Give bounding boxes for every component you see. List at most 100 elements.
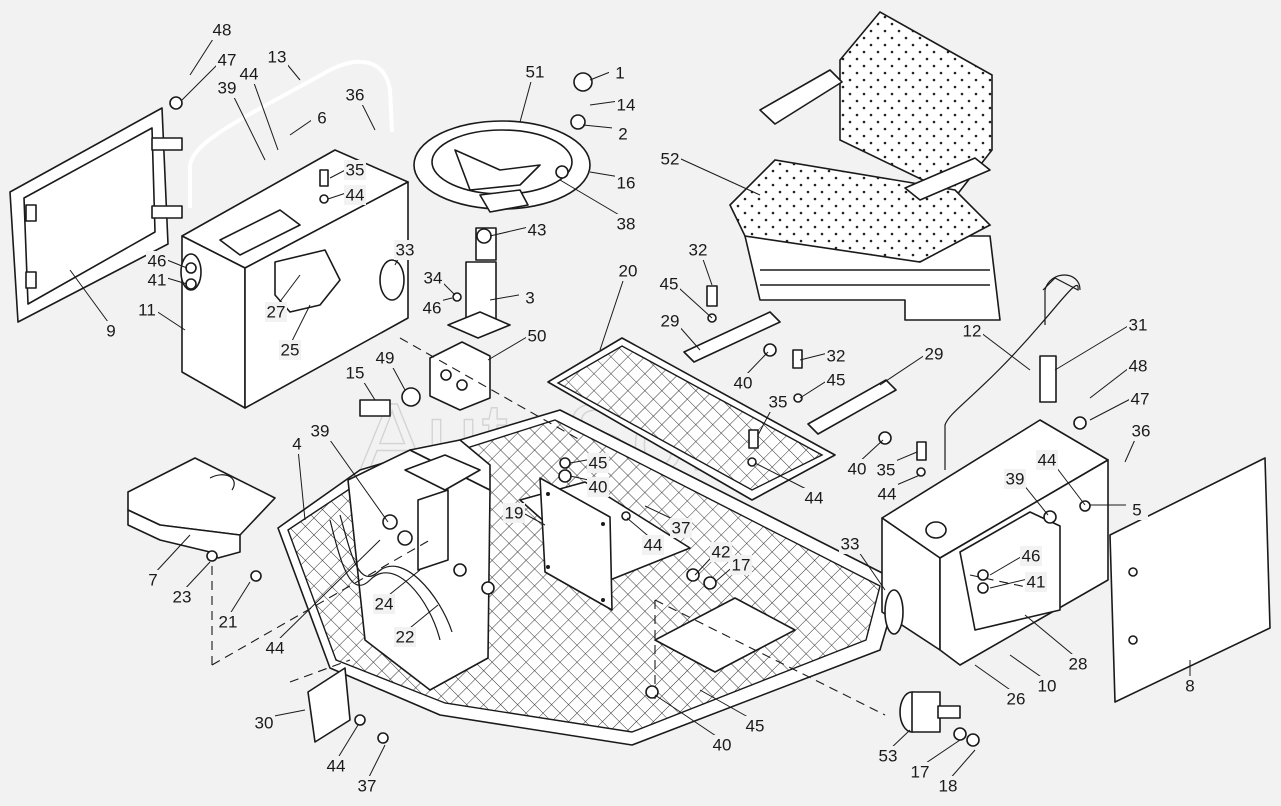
callout-screw-38: 38: [617, 215, 636, 234]
callout-bolt-32a: 32: [689, 241, 708, 260]
right-door: [1109, 457, 1271, 703]
callout-pin-48b: 48: [1129, 357, 1148, 376]
assembly-line: [654, 599, 886, 716]
callout-nut-39a: 39: [218, 79, 237, 98]
bracket-29b: [807, 379, 897, 435]
leader-line-screw-38: [559, 179, 627, 220]
leader-line-post-31: [1054, 319, 1139, 371]
assembly-line: [969, 574, 1041, 591]
callout-nut-40c: 40: [848, 460, 867, 479]
callout-washer-46a: 46: [148, 252, 167, 271]
mat-20: [547, 337, 836, 501]
callout-bg-nut-40b: [732, 373, 754, 393]
callout-bg-plate-25: [279, 340, 301, 360]
callout-bg-lever-base: [612, 124, 634, 144]
callout-bg-bolt-35a: [344, 160, 366, 180]
left-box: [180, 149, 409, 409]
callout-bg-washer-44d: [264, 638, 286, 658]
leader-line-plate-25: [289, 304, 311, 346]
callout-bg-plate-28: [1067, 654, 1089, 674]
callout-washer-41a: 41: [148, 271, 167, 290]
callout-washer-44a: 44: [240, 65, 259, 84]
callout-bg-nut-43: [526, 220, 548, 240]
callout-post-31: 31: [1129, 316, 1148, 335]
callout-left-door: 9: [106, 322, 115, 341]
hose-24: [329, 519, 441, 641]
callout-bg-nut-18: [937, 776, 959, 796]
callout-nut-18: 18: [939, 777, 958, 796]
callout-mat-20: 20: [619, 262, 638, 281]
callout-bg-washer-45b: [825, 370, 847, 390]
callout-o-ring-49: 49: [376, 349, 395, 368]
callout-bolt-33b: 33: [841, 535, 860, 554]
callout-washer-44e: 44: [805, 489, 824, 508]
callout-bg-washer-44g: [1036, 450, 1058, 470]
callout-bg-left-box: [136, 300, 158, 320]
fitting-15: [359, 387, 421, 417]
callout-bg-steering-wheel: [524, 62, 546, 82]
callout-washer-47a: 47: [218, 51, 237, 70]
leader-line-washer-44h: [335, 724, 359, 762]
callout-left-cover: 7: [148, 571, 157, 590]
callout-hose-22: 22: [396, 628, 415, 647]
callout-bg-nut-42: [710, 542, 732, 562]
right-handrail: [944, 277, 1079, 470]
callout-washer-45a: 45: [660, 275, 679, 294]
callout-washer-45b: 45: [827, 371, 846, 390]
callout-washer-45d: 45: [746, 717, 765, 736]
callout-bg-nut-39a: [216, 78, 238, 98]
callout-bolt-37a: 37: [672, 519, 691, 538]
steering-wheel: [413, 120, 591, 213]
callout-bg-o-ring-49: [374, 348, 396, 368]
callout-right-box: 10: [1038, 677, 1057, 696]
callout-bg-hose-24: [373, 594, 395, 614]
callout-bg-washer-45d: [744, 716, 766, 736]
callout-bg-nut-40c: [846, 459, 868, 479]
callout-panel-19: 19: [505, 504, 524, 523]
callout-bg-washer-41a: [146, 270, 168, 290]
center-console: [347, 439, 491, 691]
callout-damper-53: 53: [879, 747, 898, 766]
callout-washer-44b: 44: [346, 186, 365, 205]
callout-bg-washer-45c: [587, 453, 609, 473]
callout-bg-steering-column: [519, 288, 541, 308]
callout-bg-washer-44b: [344, 185, 366, 205]
leader-line-nut-39b: [319, 425, 389, 523]
callout-lever-base: 2: [618, 125, 627, 144]
callout-bg-bolt-37a: [670, 518, 692, 538]
callout-cap-knob: 1: [615, 64, 624, 83]
leader-line-nut-18: [947, 749, 976, 782]
callout-bg-o-ring-knob: [615, 95, 637, 115]
callout-bracket-29b: 29: [925, 345, 944, 364]
callout-bg-washer-46b: [421, 298, 443, 318]
callout-plate-27: 27: [267, 303, 286, 322]
callout-bg-cap-knob: [609, 63, 631, 83]
bracket-29a: [683, 311, 781, 363]
leader-line-nut-40d: [654, 694, 723, 741]
callout-nut-40a: 40: [589, 478, 608, 497]
callout-bg-bracket-29b: [923, 344, 945, 364]
callout-bolt-34: 34: [424, 269, 443, 288]
callout-plate-28: 28: [1069, 655, 1088, 674]
cover-30: [307, 667, 351, 743]
callout-bg-knob-nut: [615, 173, 637, 193]
callout-bg-washer-23: [171, 587, 193, 607]
callout-pin-48a: 48: [213, 21, 232, 40]
callout-bg-valve-50: [526, 326, 548, 346]
callout-washer-17b: 17: [911, 763, 930, 782]
callout-bg-washer-47a: [216, 50, 238, 70]
right-box: [881, 419, 1109, 666]
callout-bg-bolt-36a: [344, 85, 366, 105]
callout-bg-cover-30: [253, 713, 275, 733]
callout-washer-44c: 44: [644, 536, 663, 555]
callout-cover-30: 30: [255, 714, 274, 733]
callout-bg-screw-38: [615, 214, 637, 234]
callout-bg-hose-22: [394, 627, 416, 647]
callout-washer-44f: 44: [878, 485, 897, 504]
callout-bg-washer-44c: [642, 535, 664, 555]
callout-washer-46c: 46: [1022, 547, 1041, 566]
callout-bolt-35b: 35: [769, 393, 788, 412]
callout-bg-hinge-right: [1126, 500, 1148, 520]
callout-valve-50: 50: [528, 327, 547, 346]
